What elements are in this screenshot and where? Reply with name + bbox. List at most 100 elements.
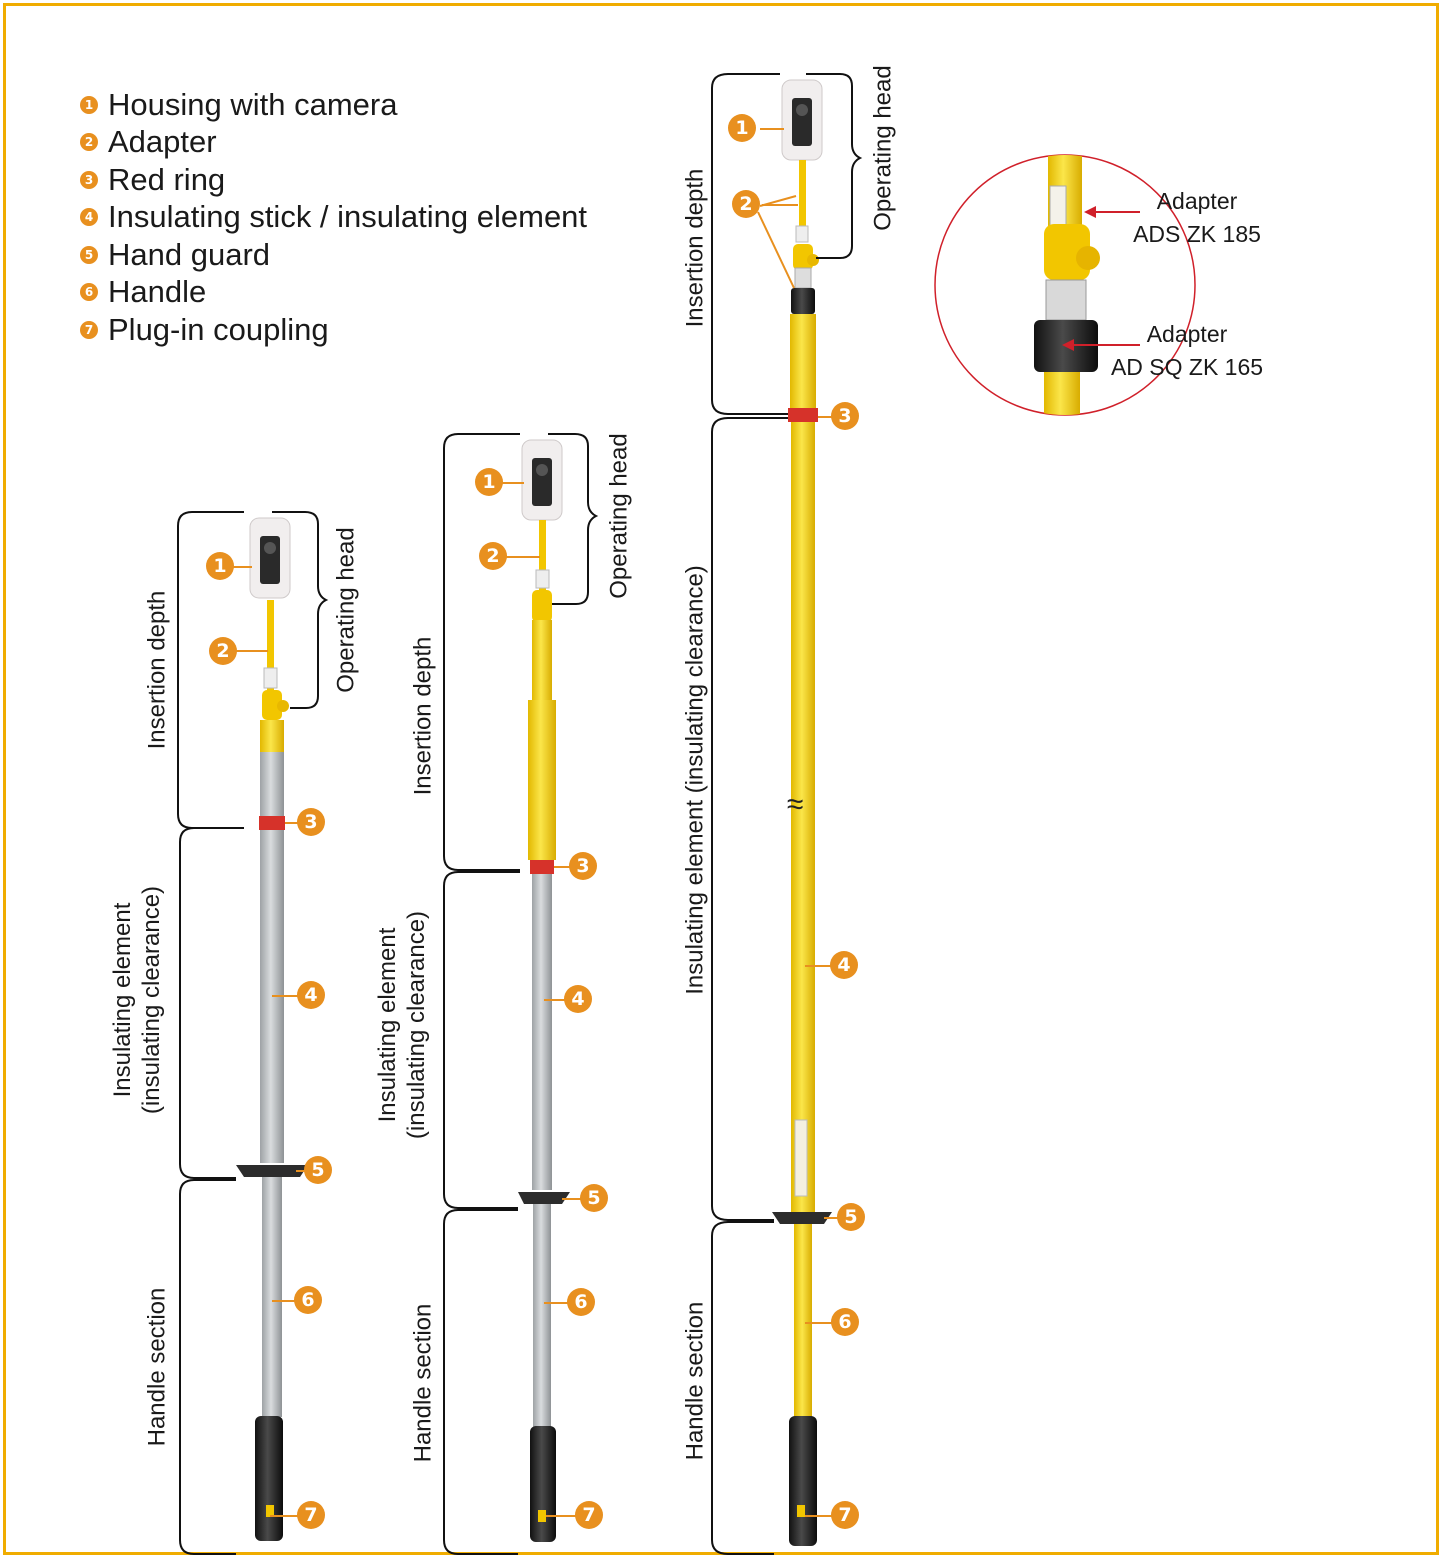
adapter-joint xyxy=(532,590,552,622)
inset-label-adapter-1: Adapter ADS ZK 185 xyxy=(1133,185,1261,252)
inset-label-line: Adapter xyxy=(1156,188,1238,214)
legend-item: 4 Insulating stick / insulating element xyxy=(80,199,587,237)
stick-2 xyxy=(443,433,599,1555)
leader-line xyxy=(228,566,252,568)
badge-3: 3 xyxy=(569,852,597,880)
leader-line xyxy=(762,204,798,206)
badge-1: 1 xyxy=(475,468,503,496)
leader-line xyxy=(554,866,570,868)
badge-6: 6 xyxy=(294,1286,322,1314)
legend-number: 1 xyxy=(80,95,98,114)
legend-label: Red ring xyxy=(108,161,226,197)
leader-line xyxy=(270,1515,304,1517)
leader-line xyxy=(760,128,784,130)
badge-4: 4 xyxy=(830,951,858,979)
label-operating-head: Operating head xyxy=(869,65,897,231)
badge-2: 2 xyxy=(732,190,760,218)
badge-6: 6 xyxy=(831,1308,859,1336)
legend-number: 4 xyxy=(80,208,98,227)
label-insertion-depth: Insertion depth xyxy=(681,168,709,328)
legend-label: Housing with camera xyxy=(108,86,398,122)
handle-grip xyxy=(255,1416,283,1541)
label-insertion-depth: Insertion depth xyxy=(143,590,171,750)
leader-line xyxy=(544,1302,574,1304)
badge-1: 1 xyxy=(206,552,234,580)
bracket-operating-head xyxy=(548,433,599,605)
badge-4: 4 xyxy=(297,981,325,1009)
label-line: Insulating element xyxy=(374,927,402,1123)
bracket-insulating xyxy=(443,871,520,1209)
inset-label-line: ADS ZK 185 xyxy=(1133,221,1261,248)
inset-label-line: Adapter xyxy=(1146,321,1228,347)
legend-number: 7 xyxy=(80,320,98,339)
badge-3: 3 xyxy=(297,808,325,836)
label-handle-section: Handle section xyxy=(143,1287,171,1447)
label-handle-section: Handle section xyxy=(681,1301,709,1461)
legend-item: 2 Adapter xyxy=(80,124,587,162)
legend-number: 5 xyxy=(80,245,98,264)
leader-line xyxy=(818,416,834,418)
bracket-insertion-depth xyxy=(711,73,788,415)
badge-2: 2 xyxy=(209,637,237,665)
break-mark: ≈ xyxy=(787,788,804,821)
leader-line xyxy=(546,1515,576,1517)
hand-guard xyxy=(772,1212,832,1224)
adapter-joint xyxy=(262,690,282,720)
hand-guard xyxy=(518,1192,570,1204)
label-insulating-element: Insulating element (insulating clearance… xyxy=(681,565,709,995)
leader-line xyxy=(805,1322,835,1324)
label-insulating-element: Insulating element (insulating clearance… xyxy=(109,886,167,1114)
legend-item: 7 Plug-in coupling xyxy=(80,311,587,349)
label-operating-head: Operating head xyxy=(332,527,360,693)
leader-line xyxy=(285,822,307,824)
legend-label: Handle xyxy=(108,274,207,310)
leader-line xyxy=(500,556,540,558)
legend-item: 1 Housing with camera xyxy=(80,86,587,124)
red-ring xyxy=(530,860,554,874)
stick-label xyxy=(794,1119,808,1197)
legend-label: Plug-in coupling xyxy=(108,311,329,347)
badge-7: 7 xyxy=(575,1501,603,1529)
badge-7: 7 xyxy=(831,1501,859,1529)
leader-line xyxy=(296,1170,310,1172)
bracket-insulating xyxy=(711,417,788,1221)
badge-4: 4 xyxy=(564,985,592,1013)
handle-grip xyxy=(530,1426,556,1542)
inset-label-line: AD SQ ZK 165 xyxy=(1110,354,1264,381)
handle-grip xyxy=(789,1416,817,1546)
leader-line xyxy=(500,482,524,484)
badge-5: 5 xyxy=(837,1203,865,1231)
badge-5: 5 xyxy=(580,1184,608,1212)
stick-1 xyxy=(177,511,329,1555)
legend-label: Hand guard xyxy=(108,236,271,272)
badge-2: 2 xyxy=(479,542,507,570)
legend-item: 6 Handle xyxy=(80,274,587,312)
label-line: Insulating element xyxy=(109,902,137,1098)
label-operating-head: Operating head xyxy=(605,433,633,599)
bracket-insertion-depth xyxy=(177,511,244,829)
badge-3: 3 xyxy=(831,402,859,430)
legend-number: 6 xyxy=(80,283,98,302)
bracket-insulating xyxy=(179,827,244,1179)
badge-5: 5 xyxy=(304,1156,332,1184)
label-line: (insulating clearance) xyxy=(138,885,165,1115)
badge-1: 1 xyxy=(728,114,756,142)
inset-label-adapter-2: Adapter AD SQ ZK 165 xyxy=(1111,318,1263,385)
leader-line xyxy=(824,1217,838,1219)
legend-item: 3 Red ring xyxy=(80,161,587,199)
label-handle-section: Handle section xyxy=(409,1303,437,1463)
adapter-inset xyxy=(934,154,1196,416)
legend-number: 2 xyxy=(80,133,98,152)
adapter-joint xyxy=(793,244,813,270)
leader-line xyxy=(230,650,268,652)
stick-3 xyxy=(711,73,863,1555)
leader-line xyxy=(272,995,304,997)
leader-line xyxy=(805,965,835,967)
bracket-handle xyxy=(179,1179,236,1555)
bracket-handle xyxy=(443,1209,518,1555)
legend-label: Insulating stick / insulating element xyxy=(108,199,588,235)
legend-label: Adapter xyxy=(108,124,217,160)
legend-number: 3 xyxy=(80,170,98,189)
leader-line xyxy=(562,1198,582,1200)
bracket-operating-head xyxy=(272,511,329,709)
